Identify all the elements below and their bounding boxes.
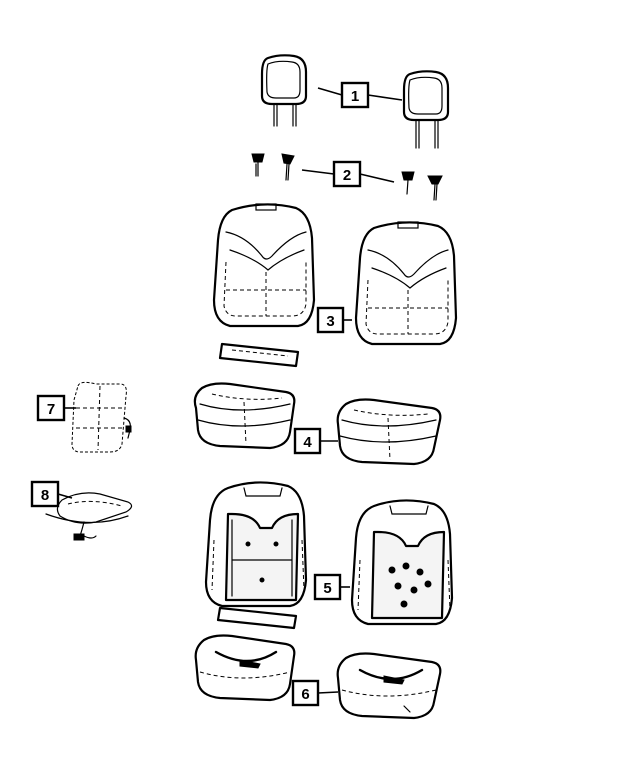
callout-4-label: 4 bbox=[303, 434, 312, 451]
seat-cushion-foam-left[interactable] bbox=[194, 634, 296, 702]
callout-8-label: 8 bbox=[41, 487, 49, 504]
headrest-guide-1[interactable] bbox=[251, 153, 265, 177]
callout-5-label: 5 bbox=[323, 580, 331, 597]
seat-back-frame-right[interactable] bbox=[350, 499, 454, 626]
callout-2[interactable]: 2 bbox=[332, 160, 362, 188]
headrest-guide-3[interactable] bbox=[401, 171, 415, 195]
seat-back-frame-lower-panel[interactable] bbox=[216, 606, 298, 630]
callout-4[interactable]: 4 bbox=[293, 427, 322, 455]
callout-1[interactable]: 1 bbox=[340, 81, 370, 109]
callout-3[interactable]: 3 bbox=[316, 306, 345, 334]
callout-1-label: 1 bbox=[351, 88, 359, 105]
seat-back-frame-left[interactable] bbox=[204, 481, 308, 608]
seat-back-heater-element[interactable] bbox=[71, 381, 132, 453]
seat-cushion-foam-right[interactable] bbox=[336, 652, 442, 720]
seat-cushion-heater-element[interactable] bbox=[45, 492, 133, 541]
callout-6-label: 6 bbox=[301, 686, 309, 703]
callout-7[interactable]: 7 bbox=[36, 394, 66, 422]
callout-7-label: 7 bbox=[47, 401, 55, 418]
leader-lines bbox=[57, 87, 403, 694]
seat-back-cover-right[interactable] bbox=[354, 221, 458, 346]
callout-8[interactable]: 8 bbox=[30, 480, 60, 508]
seat-back-lower-panel[interactable] bbox=[218, 342, 300, 368]
callout-3-label: 3 bbox=[326, 313, 334, 330]
callout-2-label: 2 bbox=[343, 167, 351, 184]
seat-cushion-cover-right[interactable] bbox=[336, 398, 442, 466]
headrest-right[interactable] bbox=[402, 70, 450, 149]
headrest-left[interactable] bbox=[260, 54, 308, 127]
seat-back-cover-left[interactable] bbox=[212, 203, 316, 328]
seat-cushion-cover-left[interactable] bbox=[193, 382, 296, 450]
headrest-guide-2[interactable] bbox=[281, 153, 295, 181]
headrest-guide-4[interactable] bbox=[427, 175, 443, 201]
callout-5[interactable]: 5 bbox=[313, 573, 342, 601]
callout-6[interactable]: 6 bbox=[291, 679, 320, 707]
